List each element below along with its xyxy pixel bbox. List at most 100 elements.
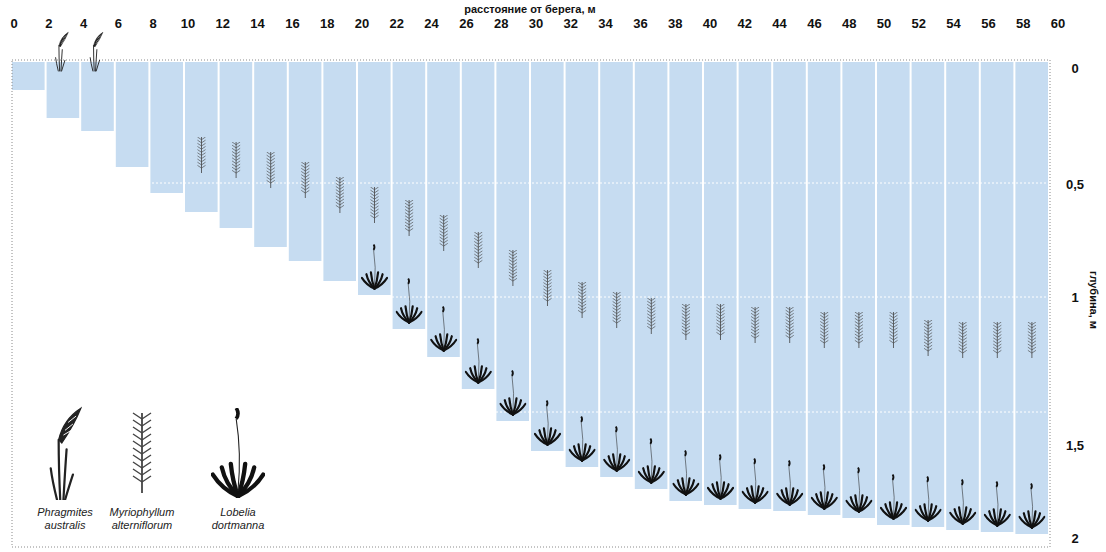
depth-gridline bbox=[12, 183, 1050, 184]
distance-tick: 0 bbox=[10, 17, 17, 30]
water-column bbox=[427, 62, 460, 357]
milfoil-icon bbox=[543, 270, 551, 306]
distance-tick: 54 bbox=[946, 17, 960, 30]
distance-tick: 52 bbox=[912, 17, 926, 30]
milfoil-icon bbox=[924, 320, 932, 356]
distance-tick: 18 bbox=[320, 17, 334, 30]
water-column bbox=[635, 62, 668, 489]
distance-tick: 30 bbox=[529, 17, 543, 30]
depth-tick: 0,5 bbox=[1066, 178, 1084, 191]
distance-tick: 60 bbox=[1051, 17, 1065, 30]
distance-tick: 20 bbox=[355, 17, 369, 30]
lobelia-icon bbox=[500, 371, 525, 415]
lobelia-icon bbox=[570, 417, 595, 461]
distance-tick: 48 bbox=[842, 17, 856, 30]
legend-label: Lobelia dortmanna bbox=[206, 506, 270, 532]
axis-title: глубина, м bbox=[1088, 271, 1099, 329]
milfoil-icon bbox=[751, 307, 759, 343]
milfoil-icon bbox=[232, 142, 240, 178]
water-column bbox=[808, 62, 841, 515]
distance-tick: 26 bbox=[459, 17, 473, 30]
distance-tick: 24 bbox=[424, 17, 438, 30]
axis-title: расстояние от берега, м bbox=[464, 4, 595, 15]
lobelia-icon bbox=[397, 279, 422, 323]
depth-tick: 1,5 bbox=[1066, 439, 1084, 452]
depth-tick: 0 bbox=[1071, 62, 1078, 75]
water-column bbox=[669, 62, 702, 501]
reed-icon bbox=[90, 32, 103, 71]
distance-tick: 40 bbox=[703, 17, 717, 30]
water-column bbox=[842, 62, 875, 518]
distance-tick: 36 bbox=[633, 17, 647, 30]
distance-tick: 58 bbox=[1016, 17, 1030, 30]
milfoil-icon bbox=[474, 232, 482, 268]
milfoil-icon bbox=[440, 215, 448, 251]
water-column bbox=[739, 62, 772, 509]
distance-tick: 42 bbox=[738, 17, 752, 30]
water-column bbox=[393, 62, 426, 329]
water-column bbox=[773, 62, 806, 511]
water-column bbox=[220, 62, 253, 228]
milfoil-legend-icon bbox=[133, 413, 151, 493]
milfoil-icon bbox=[405, 200, 413, 236]
milfoil-icon bbox=[509, 250, 517, 286]
milfoil-icon bbox=[301, 162, 309, 198]
distance-tick: 32 bbox=[564, 17, 578, 30]
water-column bbox=[912, 62, 945, 527]
milfoil-icon bbox=[197, 137, 205, 173]
lobelia-icon bbox=[362, 245, 387, 289]
water-column bbox=[1015, 62, 1048, 534]
milfoil-icon bbox=[786, 307, 794, 343]
water-column bbox=[12, 62, 45, 90]
legend-label: Myriophyllum alterniflorum bbox=[100, 506, 184, 532]
lobelia-icon bbox=[604, 427, 629, 471]
water-column bbox=[566, 62, 599, 467]
milfoil-icon bbox=[820, 312, 828, 348]
distance-tick: 16 bbox=[285, 17, 299, 30]
distance-tick: 28 bbox=[494, 17, 508, 30]
legend-icons bbox=[51, 408, 263, 500]
lobelia-icon bbox=[985, 482, 1010, 526]
reed-legend-icon bbox=[51, 408, 81, 500]
lobelia-legend-icon bbox=[213, 408, 263, 496]
legend-label: Phragmites australis bbox=[29, 506, 101, 532]
water-column bbox=[254, 62, 287, 247]
water-column bbox=[531, 62, 564, 451]
distance-tick: 12 bbox=[216, 17, 230, 30]
water-column bbox=[47, 62, 80, 118]
distance-tick: 14 bbox=[250, 17, 264, 30]
lobelia-icon bbox=[673, 451, 698, 495]
frame bbox=[12, 60, 1050, 547]
water-column bbox=[150, 62, 183, 193]
water-column bbox=[946, 62, 979, 530]
distance-tick: 46 bbox=[807, 17, 821, 30]
lobelia-icon bbox=[916, 477, 941, 521]
milfoil-icon bbox=[613, 292, 621, 328]
distance-tick: 10 bbox=[181, 17, 195, 30]
lobelia-icon bbox=[777, 461, 802, 505]
milfoil-icon bbox=[993, 322, 1001, 358]
milfoil-icon bbox=[647, 298, 655, 334]
lobelia-icon bbox=[1019, 484, 1044, 528]
water-column bbox=[116, 62, 149, 167]
depth-gridline bbox=[12, 412, 1050, 413]
depth-gridlines bbox=[12, 183, 1050, 412]
distance-tick: 22 bbox=[390, 17, 404, 30]
water-columns bbox=[12, 62, 1048, 534]
water-column bbox=[185, 62, 218, 212]
water-column bbox=[81, 62, 114, 131]
lobelia-icon bbox=[639, 439, 664, 483]
lobelia-icon bbox=[466, 339, 491, 383]
distance-tick: 8 bbox=[150, 17, 157, 30]
distance-tick: 38 bbox=[668, 17, 682, 30]
water-column bbox=[289, 62, 322, 261]
lobelia-icon bbox=[708, 455, 733, 499]
lobelia-icon bbox=[812, 465, 837, 509]
reed-icon bbox=[56, 32, 69, 71]
water-column bbox=[877, 62, 910, 525]
depth-tick: 2 bbox=[1071, 532, 1078, 545]
lobelia-icon bbox=[431, 307, 456, 351]
lobelia-icon bbox=[846, 468, 871, 512]
